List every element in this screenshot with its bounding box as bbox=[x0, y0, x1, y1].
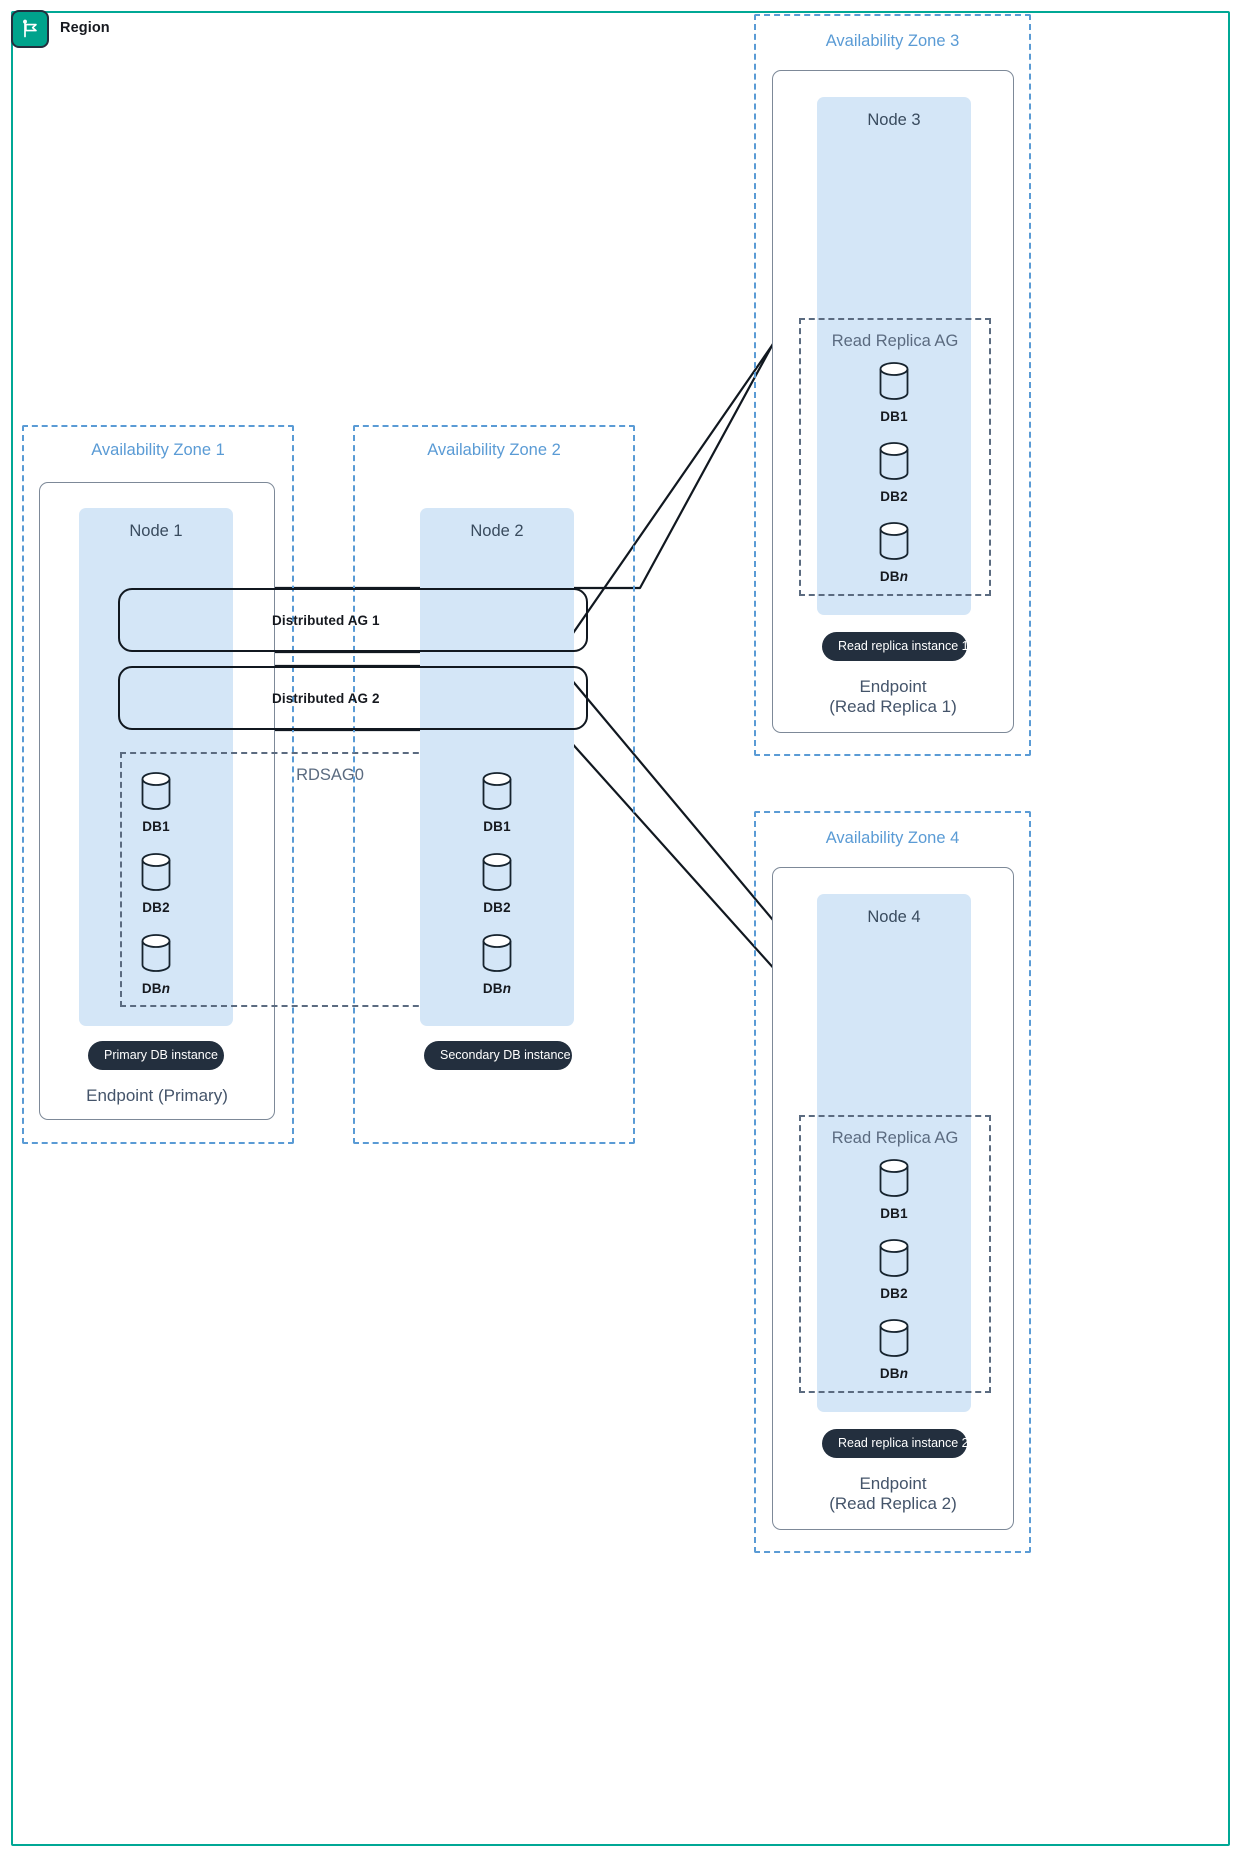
availability-zone-1: Availability Zone 1 bbox=[22, 425, 294, 1144]
db-label: DB1 bbox=[880, 1206, 908, 1221]
db-label: DB1 bbox=[880, 409, 908, 424]
db-cylinder-az2-3: DBn bbox=[452, 932, 542, 996]
read-replica-ag-group-az3: Read Replica AG bbox=[799, 318, 991, 596]
secondary-db-instance-badge: Secondary DB instance bbox=[424, 1041, 572, 1070]
availability-zone-3: Availability Zone 3 bbox=[754, 14, 1031, 756]
node-2-label: Node 2 bbox=[470, 522, 524, 540]
endpoint-primary-label: Endpoint (Primary) bbox=[86, 1086, 228, 1105]
db-cylinder-az1-1: DB1 bbox=[111, 770, 201, 834]
region-boundary bbox=[11, 11, 1230, 1846]
db-cylinder-az3-1: DB1 bbox=[849, 360, 939, 424]
node-1-label: Node 1 bbox=[129, 522, 183, 540]
az4-title: Availability Zone 4 bbox=[825, 829, 960, 847]
db-cylinder-az3-3: DBn bbox=[849, 520, 939, 584]
db-label: DB2 bbox=[483, 900, 511, 915]
flag-icon bbox=[11, 10, 49, 48]
az3-title: Availability Zone 3 bbox=[825, 32, 960, 50]
primary-db-instance-badge: Primary DB instance bbox=[88, 1041, 224, 1070]
db-cylinder-az1-3: DBn bbox=[111, 932, 201, 996]
distributed-ag-1-capsule bbox=[118, 588, 588, 652]
db-label: DBn bbox=[482, 981, 512, 996]
read-replica-ag-title-az3: Read Replica AG bbox=[831, 332, 959, 350]
read-replica-instance-1-badge: Read replica instance 1 bbox=[822, 632, 969, 661]
db-cylinder-az4-3: DBn bbox=[849, 1317, 939, 1381]
db-cylinder-az2-2: DB2 bbox=[452, 851, 542, 915]
distributed-ag-2-label: Distributed AG 2 bbox=[272, 691, 380, 706]
db-label: DB2 bbox=[880, 489, 908, 504]
db-label: DB1 bbox=[142, 819, 170, 834]
read-replica-instance-2-badge: Read replica instance 2 bbox=[822, 1429, 969, 1458]
read-replica-ag-title-az4: Read Replica AG bbox=[831, 1129, 959, 1147]
rdsag0-title: RDSAG0 bbox=[296, 766, 364, 784]
db-cylinder-az3-2: DB2 bbox=[849, 440, 939, 504]
db-cylinder-az1-2: DB2 bbox=[111, 851, 201, 915]
db-label: DBn bbox=[879, 569, 909, 584]
endpoint-read-replica-1-label: Endpoint (Read Replica 1) bbox=[829, 677, 957, 717]
db-label: DBn bbox=[879, 1366, 909, 1381]
availability-zone-4: Availability Zone 4 bbox=[754, 811, 1031, 1553]
node-3-label: Node 3 bbox=[867, 111, 921, 129]
distributed-ag-1-label: Distributed AG 1 bbox=[272, 613, 380, 628]
az2-title: Availability Zone 2 bbox=[427, 441, 561, 459]
db-label: DB2 bbox=[142, 900, 170, 915]
db-label: DBn bbox=[141, 981, 171, 996]
db-label: DB1 bbox=[483, 819, 511, 834]
distributed-ag-2-capsule bbox=[118, 666, 588, 730]
region-label: Region bbox=[60, 20, 110, 36]
node-4-label: Node 4 bbox=[867, 908, 921, 926]
read-replica-ag-group-az4: Read Replica AG bbox=[799, 1115, 991, 1393]
db-label: DB2 bbox=[880, 1286, 908, 1301]
db-cylinder-az2-1: DB1 bbox=[452, 770, 542, 834]
endpoint-read-replica-2-label: Endpoint (Read Replica 2) bbox=[829, 1474, 957, 1514]
availability-zone-2: Availability Zone 2 bbox=[353, 425, 635, 1144]
az1-title: Availability Zone 1 bbox=[91, 441, 225, 459]
db-cylinder-az4-1: DB1 bbox=[849, 1157, 939, 1221]
db-cylinder-az4-2: DB2 bbox=[849, 1237, 939, 1301]
